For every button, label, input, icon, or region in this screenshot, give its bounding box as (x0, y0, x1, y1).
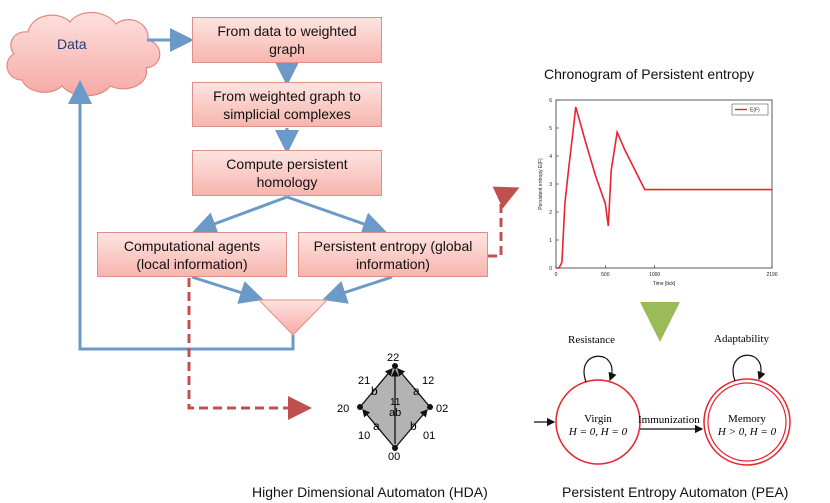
box-computational-agents: Computational agents (local information) (97, 232, 287, 277)
pea-caption: Persistent Entropy Automaton (PEA) (562, 484, 789, 500)
pea-state-virgin-cond: H = 0, H = 0 (568, 426, 628, 438)
hda-center-ab: ab (389, 407, 401, 419)
hda-caption: Higher Dimensional Automaton (HDA) (252, 484, 488, 500)
box-computational-agents-line1: Computational agents (123, 237, 261, 254)
hda-node-right: 02 (436, 403, 448, 415)
dashed-arrow-to-hda (187, 278, 312, 420)
hda-node-top-dot (392, 363, 398, 369)
data-cloud-shape (6, 11, 161, 97)
pea-transition-label: Immunization (638, 414, 700, 426)
box-compute-homology-line1: Compute persistent (226, 156, 348, 172)
pea-loop-adaptability (732, 354, 766, 382)
box-graph-to-complex-line1: From weighted graph to (213, 87, 361, 104)
pea-loop-resistance-label: Resistance (568, 334, 615, 346)
hda-edge-bottom-right (394, 409, 428, 449)
chart-xtick-label-0: 0 (555, 272, 558, 278)
chart-legend-box (731, 103, 769, 116)
hda-center-11: 11 (390, 397, 401, 408)
dashed-arrow-to-chronogram (488, 186, 520, 258)
arrow-agents-to-merge (191, 275, 264, 304)
chart-ytick-label-3: 3 (549, 182, 552, 188)
hda-node-left-dot (357, 404, 363, 410)
hda-edge-bl-label: 10 (358, 430, 370, 442)
pea-state-memory-cond: H > 0, H = 0 (717, 426, 777, 438)
pea-state-virgin (555, 379, 641, 465)
box-compute-homology-line2: homology (256, 174, 318, 190)
hda-node-right-dot (427, 404, 433, 410)
chart-xtick-label-2: 1000 (649, 272, 660, 278)
chart-ytick-label-6: 6 (549, 98, 552, 104)
pea-diagram: Resistance Adaptability Immunization Vir… (534, 333, 791, 466)
chart-xlabel: Time [tick] (653, 281, 676, 287)
hda-edge-tr-label: 12 (422, 375, 434, 387)
data-cloud-label: Data (57, 36, 87, 52)
box-persistent-entropy-line1: Persistent entropy (global (313, 237, 473, 254)
box-computational-agents-line2: (local information) (136, 255, 248, 272)
chart-ytick-label-1: 1 (549, 238, 552, 244)
hda-edge-left-top (359, 368, 393, 408)
feedback-loop-arrow (68, 80, 295, 351)
chart-ytick-label-4: 4 (549, 154, 552, 160)
hda-node-bottom: 00 (388, 451, 400, 462)
hda-node-bottom-dot (392, 445, 398, 451)
arrow-homology-to-agents (192, 195, 288, 235)
merge-triangle (257, 299, 329, 336)
box-graph-to-complex: From weighted graph to simplicial comple… (192, 82, 382, 127)
pea-state-memory-inner (707, 382, 787, 462)
arrow-entropy-to-merge (322, 275, 393, 304)
box-compute-homology: Compute persistent homology (192, 150, 382, 196)
pea-state-memory-name: Memory (728, 413, 766, 425)
box-persistent-entropy: Persistent entropy (global information) (298, 232, 488, 277)
chart-ytick-label-0: 0 (549, 266, 552, 272)
chart-frame (520, 92, 786, 296)
pea-state-virgin-name: Virgin (584, 413, 612, 425)
box-graph-to-complex-line2: simplicial complexes (223, 105, 351, 122)
hda-label-a1: a (413, 384, 420, 398)
hda-edge-right-top (397, 368, 431, 408)
box-data-to-graph-line1: From data to weighted (217, 23, 357, 39)
pea-loop-resistance (583, 355, 617, 383)
box-data-to-graph-line2: graph (269, 41, 305, 57)
hda-node-left: 20 (337, 403, 349, 415)
chart-ytick-label-2: 2 (549, 210, 552, 216)
hda-node-top: 22 (387, 352, 399, 364)
chart-series-line-0 (556, 106, 772, 269)
hda-diagram: 22 20 02 00 21 12 10 01 b a a b 11 ab (337, 352, 448, 462)
box-persistent-entropy-line2: information) (356, 255, 430, 272)
hda-label-a2: a (373, 419, 380, 433)
chronogram-chart: 0 1 2 3 4 5 6 0 500 1000 2190 E(F) Time [tick] Persis… (520, 92, 786, 296)
hda-label-b2: b (410, 419, 417, 433)
chart-xtick-label-3: 2190 (766, 272, 777, 278)
chart-legend-label: E(F) (750, 108, 760, 114)
hda-edge-br-label: 01 (423, 430, 435, 442)
chronogram-title: Chronogram of Persistent entropy (544, 66, 755, 82)
hda-edge-bottom-left (362, 409, 396, 449)
hda-label-b1: b (371, 384, 378, 398)
pea-state-memory-outer (703, 378, 791, 466)
box-data-to-graph: From data to weighted graph (192, 17, 382, 63)
chart-ylabel: Persistent entropy E(F) (538, 158, 544, 210)
arrow-homology-to-entropy (286, 195, 387, 236)
chart-xtick-label-1: 500 (601, 272, 610, 278)
chart-ytick-label-5: 5 (549, 126, 552, 132)
pea-loop-adaptability-label: Adaptability (714, 333, 769, 345)
hda-edge-tl-label: 21 (358, 375, 370, 387)
